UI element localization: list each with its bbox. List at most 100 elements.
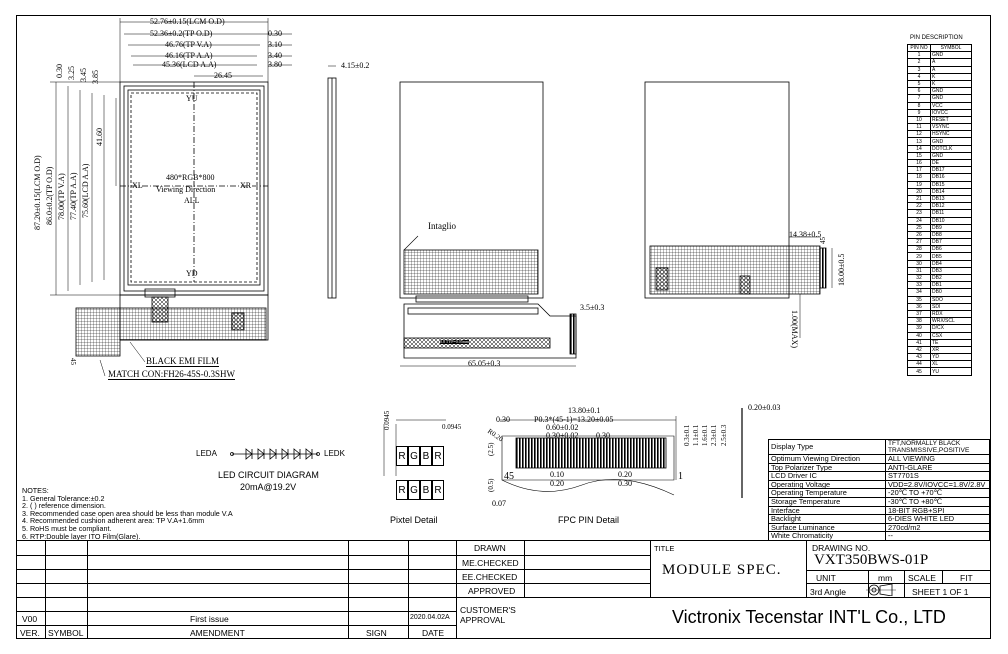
dim-half-height: 41.60 — [95, 128, 104, 146]
pin-symbol: DB12 — [930, 202, 972, 211]
fpc-dim-left-offset: 0.30 — [496, 415, 510, 424]
pixel-r-2: R — [432, 446, 444, 466]
pin-number: 4 — [907, 72, 931, 81]
pin-number: 17 — [907, 166, 931, 175]
fpc-dim-width-2: 0.30±0.02 — [546, 431, 579, 440]
fpc-detail-title: FPC PIN Detail — [558, 515, 620, 525]
pin-symbol: DB7 — [930, 238, 972, 247]
pin-number: 33 — [907, 281, 931, 290]
title-label: TITLE — [654, 544, 675, 553]
pin-number: 13 — [907, 137, 931, 146]
pin-number: 25 — [907, 223, 931, 232]
pin-symbol: DB1 — [930, 281, 972, 290]
drawing-no-label: DRAWING NO. — [812, 543, 871, 553]
pixel-b-1: B — [420, 446, 432, 466]
fpc-pin-count: 45 — [69, 358, 77, 365]
pixel-r-4: R — [432, 480, 444, 500]
pin-number: 14 — [907, 144, 931, 153]
pin-number: 34 — [907, 288, 931, 297]
col-header-sign: SIGN — [366, 628, 387, 638]
dim-lcd-aa-width: 45.36(LCD A.A) — [162, 60, 217, 69]
sheet-number: SHEET 1 OF 1 — [912, 587, 969, 597]
pin-number: 27 — [907, 238, 931, 247]
pin-no-header: PIN NO — [907, 43, 931, 53]
pin-number: 29 — [907, 252, 931, 261]
pixel-g-2: G — [408, 480, 420, 500]
pin-symbol: A — [930, 58, 972, 67]
fpc-dim-ref-height: (2.5) — [487, 442, 495, 456]
revision-ver: V00 — [22, 614, 38, 624]
unit-value: mm — [878, 573, 893, 583]
pin-symbol: GND — [930, 151, 972, 161]
pin-number: 1 — [907, 51, 931, 60]
fpc-stiffener-text: 0.8 TYP=0.05mm — [440, 339, 469, 344]
callout-black-emi-film: BLACK EMI FILM — [146, 356, 220, 367]
pin-number: 15 — [907, 151, 931, 161]
col-header-date: DATE — [422, 628, 445, 638]
spec-key: Display Type — [768, 439, 886, 455]
pin-symbol: XR — [930, 345, 972, 355]
fpc-dim-right-2: 2.3±0.1 — [710, 424, 718, 446]
pin-symbol: DB4 — [930, 259, 972, 268]
pin-number: 20 — [907, 187, 931, 196]
pin-number: 11 — [907, 123, 931, 132]
pin-number: 38 — [907, 317, 931, 326]
pin-symbol: GND — [930, 137, 972, 146]
fpc-dim-bottom-4: 0.30 — [618, 479, 632, 488]
dim-tp-aa-height: 77.40(TP A.A) — [69, 172, 78, 220]
spec-key: Backlight — [768, 514, 886, 524]
scale-label: SCALE — [908, 573, 936, 583]
pixel-detail-title: Pixtel Detail — [390, 515, 438, 525]
fpc-dim-bottom-1: 0.10 — [550, 470, 564, 479]
pin-number: 36 — [907, 302, 931, 311]
pin-symbol: DB5 — [930, 252, 972, 261]
back-view-outline — [399, 81, 577, 367]
pin-number: 37 — [907, 309, 931, 319]
scale-value: FIT — [960, 573, 973, 583]
notes-title: NOTES: — [22, 486, 49, 495]
symbol-header: SYMBOL — [930, 43, 972, 53]
company-name: Victronix Tecenstar INT'L Co., LTD — [672, 607, 946, 627]
third-angle-label: 3rd Angle — [810, 587, 846, 597]
pin-symbol: TE — [930, 338, 972, 347]
viewing-all-label: ALL — [184, 196, 200, 205]
front-view-outline — [75, 81, 269, 357]
dim-right-width: 14.38±0.5 — [789, 230, 822, 239]
drawing-number: VXT350BWS-01P — [814, 552, 929, 568]
pin-symbol: DB9 — [930, 223, 972, 232]
note-3: 3. Recommended case open area should be … — [22, 508, 233, 518]
note-1: 1. General Tolerance:±0.2 — [22, 493, 105, 503]
led-circuit-lines — [230, 448, 320, 460]
pin-symbol: IOVCC — [930, 108, 972, 117]
right-view-pin-label: 45 — [819, 237, 827, 244]
dim-tp-od-height: 86.0±0.2(TP O.D) — [45, 166, 54, 225]
fpc-dim-right-3: 1.6±0.1 — [701, 424, 709, 446]
pixel-b-2: B — [420, 480, 432, 500]
spec-key: Storage Temperature — [768, 496, 886, 507]
pixel-dim-vertical: 0.0945 — [383, 410, 391, 430]
fpc-dim-right-1: 2.5±0.3 — [720, 424, 728, 446]
pin-symbol: DB8 — [930, 230, 972, 240]
pin-number: 40 — [907, 331, 931, 340]
spec-value: -- — [885, 531, 990, 541]
